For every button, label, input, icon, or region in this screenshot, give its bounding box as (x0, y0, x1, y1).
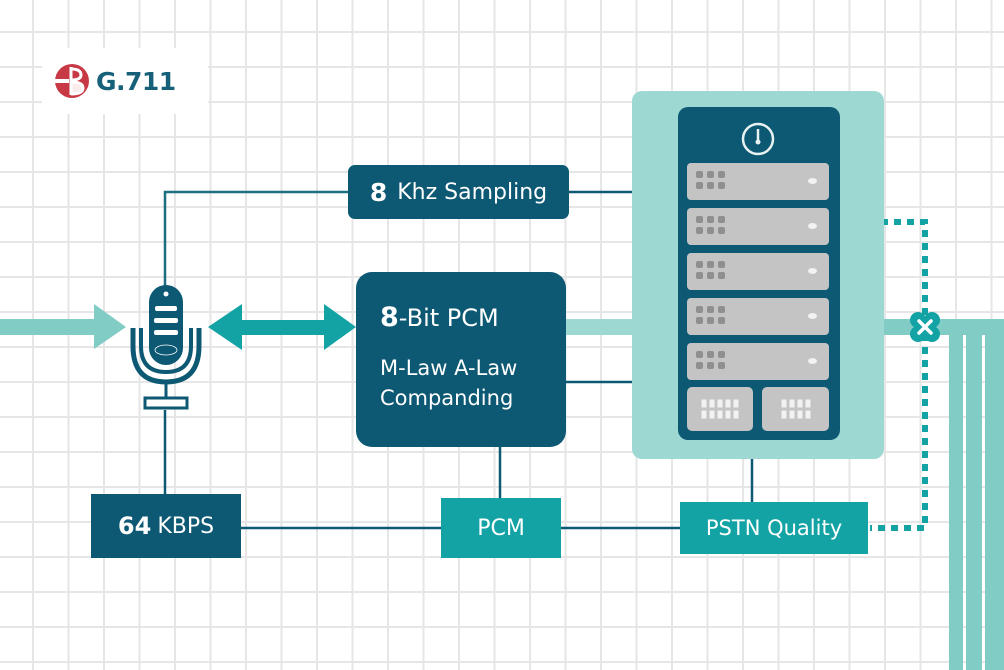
server-unit (687, 253, 829, 290)
pcm-companding-node: 8-Bit PCM M-Law A-Law Companding (356, 272, 566, 447)
arrow-left-right-icon (208, 304, 356, 350)
bitrate-label: KBPS (157, 513, 215, 539)
logo-title: G.711 (96, 66, 176, 96)
arrow-right-icon (0, 304, 126, 349)
sampling-number: 8 (369, 177, 388, 207)
server-unit (687, 208, 829, 245)
pcm-label: PCM (477, 515, 525, 541)
bitrate-node: 64 KBPS (91, 494, 241, 558)
power-icon (741, 122, 775, 156)
pstn-label: PSTN Quality (705, 516, 843, 540)
pstn-node: PSTN Quality (680, 502, 868, 554)
pcm-block-title: 8-Bit PCM (380, 302, 499, 333)
sampling-label: Khz Sampling (397, 179, 548, 205)
pcm-title-rest: -Bit PCM (398, 304, 499, 332)
server-module (762, 387, 829, 431)
pcm-line-2: Companding (380, 386, 514, 410)
server-rack-icon (678, 107, 840, 440)
bus-pcm-to-rack (566, 319, 636, 335)
pcm-line-1: M-Law A-Law (380, 356, 518, 380)
g711-badge-icon (55, 64, 89, 98)
bitrate-number: 64 (117, 512, 152, 540)
server-unit (687, 298, 829, 335)
microphone-icon (130, 285, 202, 410)
sampling-node: 8 Khz Sampling (348, 165, 569, 219)
server-unit (687, 163, 829, 200)
pcm-bits: 8 (380, 302, 399, 333)
pcm-node: PCM (441, 498, 561, 558)
output-lines (949, 335, 1004, 670)
line-mic-to-sampling (163, 190, 348, 292)
server-module (687, 387, 753, 431)
junction-x-icon (910, 312, 940, 342)
bus-rack-to-output (884, 319, 1004, 335)
server-unit (687, 343, 829, 380)
logo: G.711 (42, 48, 208, 114)
pcm-companding-text: M-Law A-Law Companding (380, 353, 517, 413)
